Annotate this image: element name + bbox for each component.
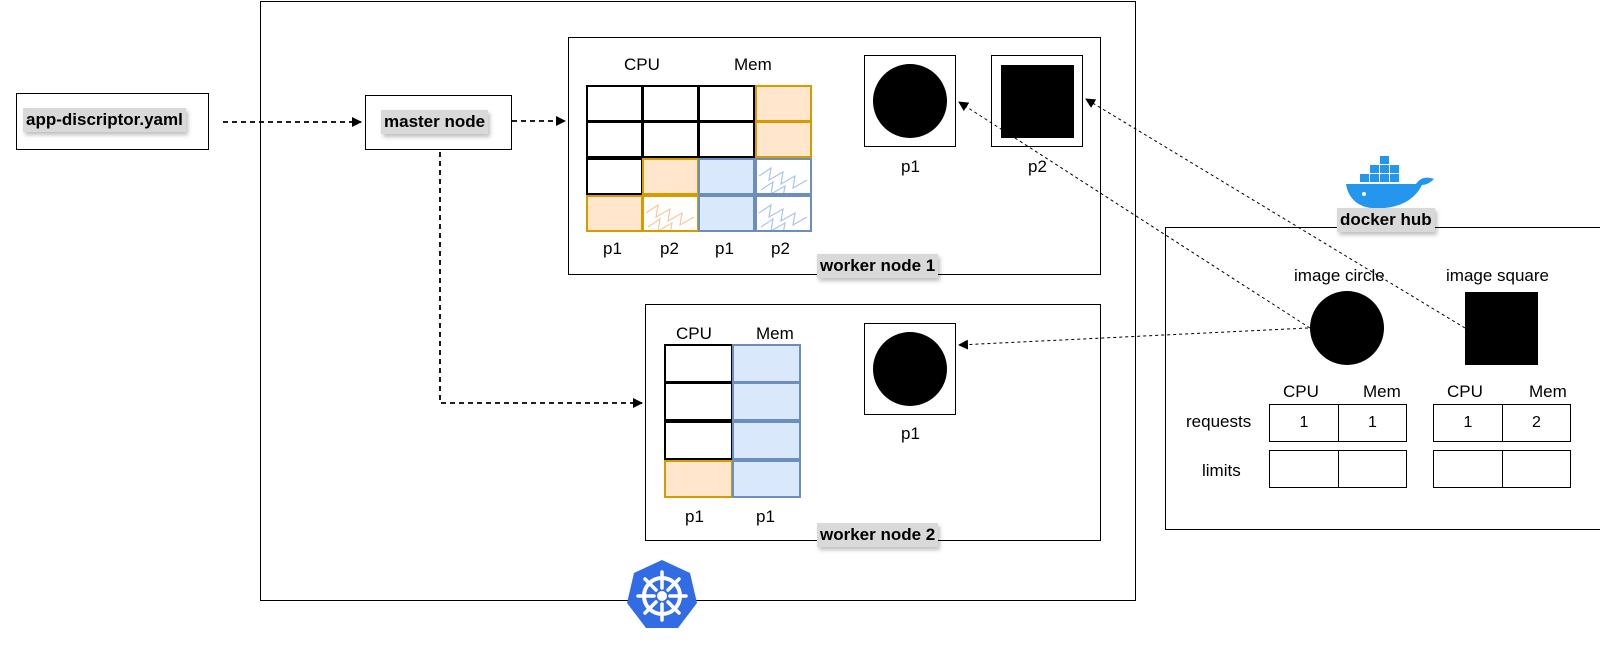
wn1-cell bbox=[586, 85, 643, 122]
wn1-cell-pattern bbox=[642, 195, 699, 232]
wn1-cell bbox=[698, 121, 755, 158]
wn2-mem-header: Mem bbox=[756, 324, 794, 343]
limits-row-label: limits bbox=[1202, 461, 1241, 480]
wn2-cell bbox=[732, 421, 801, 460]
image-square-icon[interactable] bbox=[1465, 292, 1538, 365]
docker-hub-label: docker hub bbox=[1337, 208, 1435, 232]
wn1-col-label: p2 bbox=[660, 239, 679, 258]
image-circle-icon[interactable] bbox=[1310, 291, 1384, 365]
wn1-mem-header: Mem bbox=[734, 55, 772, 74]
wn1-cpu-header: CPU bbox=[624, 55, 660, 74]
wn1-col-label: p1 bbox=[603, 239, 622, 258]
wn2-cell bbox=[664, 344, 733, 383]
wn1-cell-pattern bbox=[755, 158, 812, 195]
wn2-cell bbox=[732, 344, 801, 383]
wn1-cell bbox=[755, 121, 812, 158]
image-square-cpu-header: CPU bbox=[1447, 382, 1483, 401]
docker-whale-icon bbox=[1342, 152, 1438, 212]
image-circle-requests-mem[interactable]: 1 bbox=[1338, 404, 1407, 442]
wn1-pod-p2-label: p2 bbox=[1028, 157, 1047, 176]
wn2-pod-p1-label: p1 bbox=[901, 424, 920, 443]
wn1-cell bbox=[586, 121, 643, 158]
wn2-cell bbox=[732, 460, 801, 498]
wn2-cell bbox=[664, 421, 733, 460]
image-square-mem-header: Mem bbox=[1529, 382, 1567, 401]
image-square-requests-cpu[interactable]: 1 bbox=[1433, 404, 1503, 442]
wn1-cell bbox=[698, 85, 755, 122]
kubernetes-helm-icon bbox=[624, 558, 700, 634]
image-square-limits-mem[interactable] bbox=[1502, 450, 1571, 488]
wn1-cell bbox=[698, 195, 755, 232]
wn1-cell bbox=[755, 85, 812, 122]
image-circle-mem-header: Mem bbox=[1363, 382, 1401, 401]
wn2-col-label: p1 bbox=[685, 507, 704, 526]
wn1-cell bbox=[642, 85, 699, 122]
wn1-cell bbox=[698, 158, 755, 195]
wn1-cell bbox=[586, 195, 643, 232]
wn1-cell-pattern bbox=[755, 195, 812, 232]
master-node-label: master node bbox=[381, 110, 489, 134]
circle-container-icon bbox=[873, 64, 947, 138]
image-circle-name: image circle bbox=[1294, 266, 1385, 285]
wn1-cell bbox=[586, 158, 643, 195]
wn2-cpu-header: CPU bbox=[676, 324, 712, 343]
worker-node-1-label: worker node 1 bbox=[817, 254, 939, 278]
image-circle-requests-cpu[interactable]: 1 bbox=[1269, 404, 1339, 442]
wn1-cell bbox=[642, 158, 699, 195]
wn2-cell bbox=[732, 382, 801, 421]
wn1-cell bbox=[642, 121, 699, 158]
requests-row-label: requests bbox=[1186, 412, 1252, 431]
app-descriptor-label: app-discriptor.yaml bbox=[23, 108, 186, 132]
wn1-col-label: p2 bbox=[771, 239, 790, 258]
wn2-col-label: p1 bbox=[756, 507, 775, 526]
image-circle-limits-cpu[interactable] bbox=[1269, 450, 1339, 488]
image-square-limits-cpu[interactable] bbox=[1433, 450, 1503, 488]
circle-container-icon bbox=[873, 332, 947, 406]
image-circle-limits-mem[interactable] bbox=[1338, 450, 1407, 488]
image-square-requests-mem[interactable]: 2 bbox=[1502, 404, 1571, 442]
square-container-icon bbox=[1001, 65, 1074, 138]
wn1-pod-p1-label: p1 bbox=[901, 157, 920, 176]
image-circle-cpu-header: CPU bbox=[1283, 382, 1319, 401]
wn2-cell bbox=[664, 460, 733, 498]
wn1-col-label: p1 bbox=[715, 239, 734, 258]
wn2-cell bbox=[664, 382, 733, 421]
image-square-name: image square bbox=[1446, 266, 1550, 285]
worker-node-2-label: worker node 2 bbox=[817, 523, 939, 547]
